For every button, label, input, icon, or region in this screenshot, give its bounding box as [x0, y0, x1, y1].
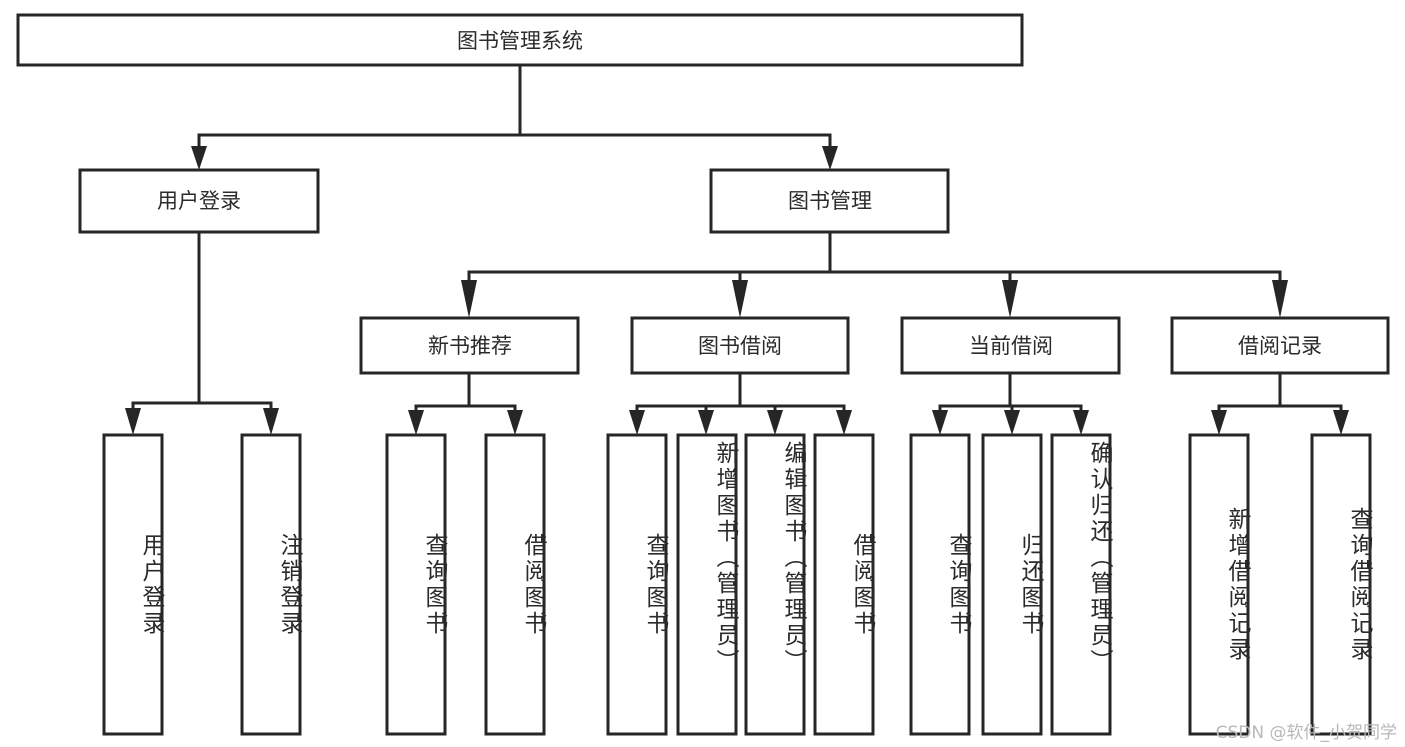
- arrow-head-leaf-borrow-book-rec: [507, 410, 523, 435]
- node-leaf-borrow-book-rec-box[interactable]: [484, 433, 546, 736]
- node-leaf-logout-box[interactable]: [240, 433, 302, 736]
- node-leaf-query-book-current-box[interactable]: [909, 433, 971, 736]
- node-user-login-box[interactable]: [78, 168, 320, 234]
- node-book-borrow-box[interactable]: [630, 316, 850, 375]
- arrow-head-leaf-edit-book-admin: [767, 410, 783, 435]
- node-leaf-query-book-rec-box[interactable]: [385, 433, 447, 736]
- arrow-head-book-management: [822, 146, 838, 170]
- node-current-borrow-label: 当前借阅: [969, 334, 1053, 358]
- node-leaf-user-login-box[interactable]: [102, 433, 164, 736]
- arrow-head-leaf-query-book-borrow: [629, 410, 645, 435]
- arrow-head-user-login: [191, 146, 207, 170]
- arrow-head-leaf-query-borrow-record: [1333, 410, 1349, 435]
- arrow-head-borrow-record: [1272, 280, 1288, 318]
- arrow-head-book-borrow: [732, 280, 748, 318]
- node-new-book-recommend-label: 新书推荐: [428, 334, 512, 358]
- arrow-head-leaf-return-book: [1004, 410, 1020, 435]
- arrow-head-leaf-add-borrow-record: [1211, 410, 1227, 435]
- arrow-head-leaf-borrow-book: [836, 410, 852, 435]
- node-leaf-confirm-return-admin-box[interactable]: [1050, 433, 1112, 736]
- node-borrow-record-label: 借阅记录: [1238, 334, 1322, 358]
- node-leaf-query-book-borrow-box[interactable]: [606, 433, 668, 736]
- node-borrow-record[interactable]: 借阅记录: [1170, 316, 1390, 375]
- node-layer: 图书管理系统 用户登录 图书管理 新书推荐 图书借阅 当前: [16, 13, 1390, 736]
- arrow-head-new-book-recommend: [461, 280, 477, 318]
- arrow-head-leaf-query-book-rec: [408, 410, 424, 435]
- node-new-book-recommend[interactable]: 新书推荐: [359, 316, 580, 375]
- node-borrow-record-box[interactable]: [1170, 316, 1390, 375]
- arrow-head-leaf-query-book-current: [932, 410, 948, 435]
- node-user-login-label: 用户登录: [157, 189, 241, 213]
- node-root-label: 图书管理系统: [457, 29, 583, 53]
- node-root[interactable]: 图书管理系统: [16, 13, 1024, 67]
- node-book-management[interactable]: 图书管理: [709, 168, 950, 234]
- node-root-box[interactable]: [16, 13, 1024, 67]
- node-user-login[interactable]: 用户登录: [78, 168, 320, 234]
- watermark-text: CSDN @软件_小贺同学: [1215, 723, 1397, 743]
- arrow-head-leaf-confirm-return-admin: [1073, 410, 1089, 435]
- node-current-borrow-box[interactable]: [900, 316, 1121, 375]
- node-leaf-edit-book-admin-box[interactable]: [744, 433, 806, 736]
- node-leaf-add-borrow-record-box[interactable]: [1188, 433, 1250, 736]
- arrow-head-current-borrow: [1002, 280, 1018, 318]
- node-leaf-query-borrow-record-box[interactable]: [1310, 433, 1372, 736]
- node-book-management-box[interactable]: [709, 168, 950, 234]
- node-new-book-recommend-box[interactable]: [359, 316, 580, 375]
- node-book-borrow[interactable]: 图书借阅: [630, 316, 850, 375]
- node-leaf-borrow-book-box[interactable]: [813, 433, 875, 736]
- arrow-head-leaf-user-login: [125, 408, 141, 435]
- node-leaf-add-book-admin-box[interactable]: [676, 433, 738, 736]
- node-leaf-return-book-box[interactable]: [981, 433, 1043, 736]
- node-book-management-label: 图书管理: [788, 189, 872, 213]
- node-book-borrow-label: 图书借阅: [698, 334, 782, 358]
- arrow-head-leaf-logout: [263, 408, 279, 435]
- arrow-head-leaf-add-book-admin: [698, 410, 714, 435]
- node-current-borrow[interactable]: 当前借阅: [900, 316, 1121, 375]
- connector-layer: [125, 63, 1349, 435]
